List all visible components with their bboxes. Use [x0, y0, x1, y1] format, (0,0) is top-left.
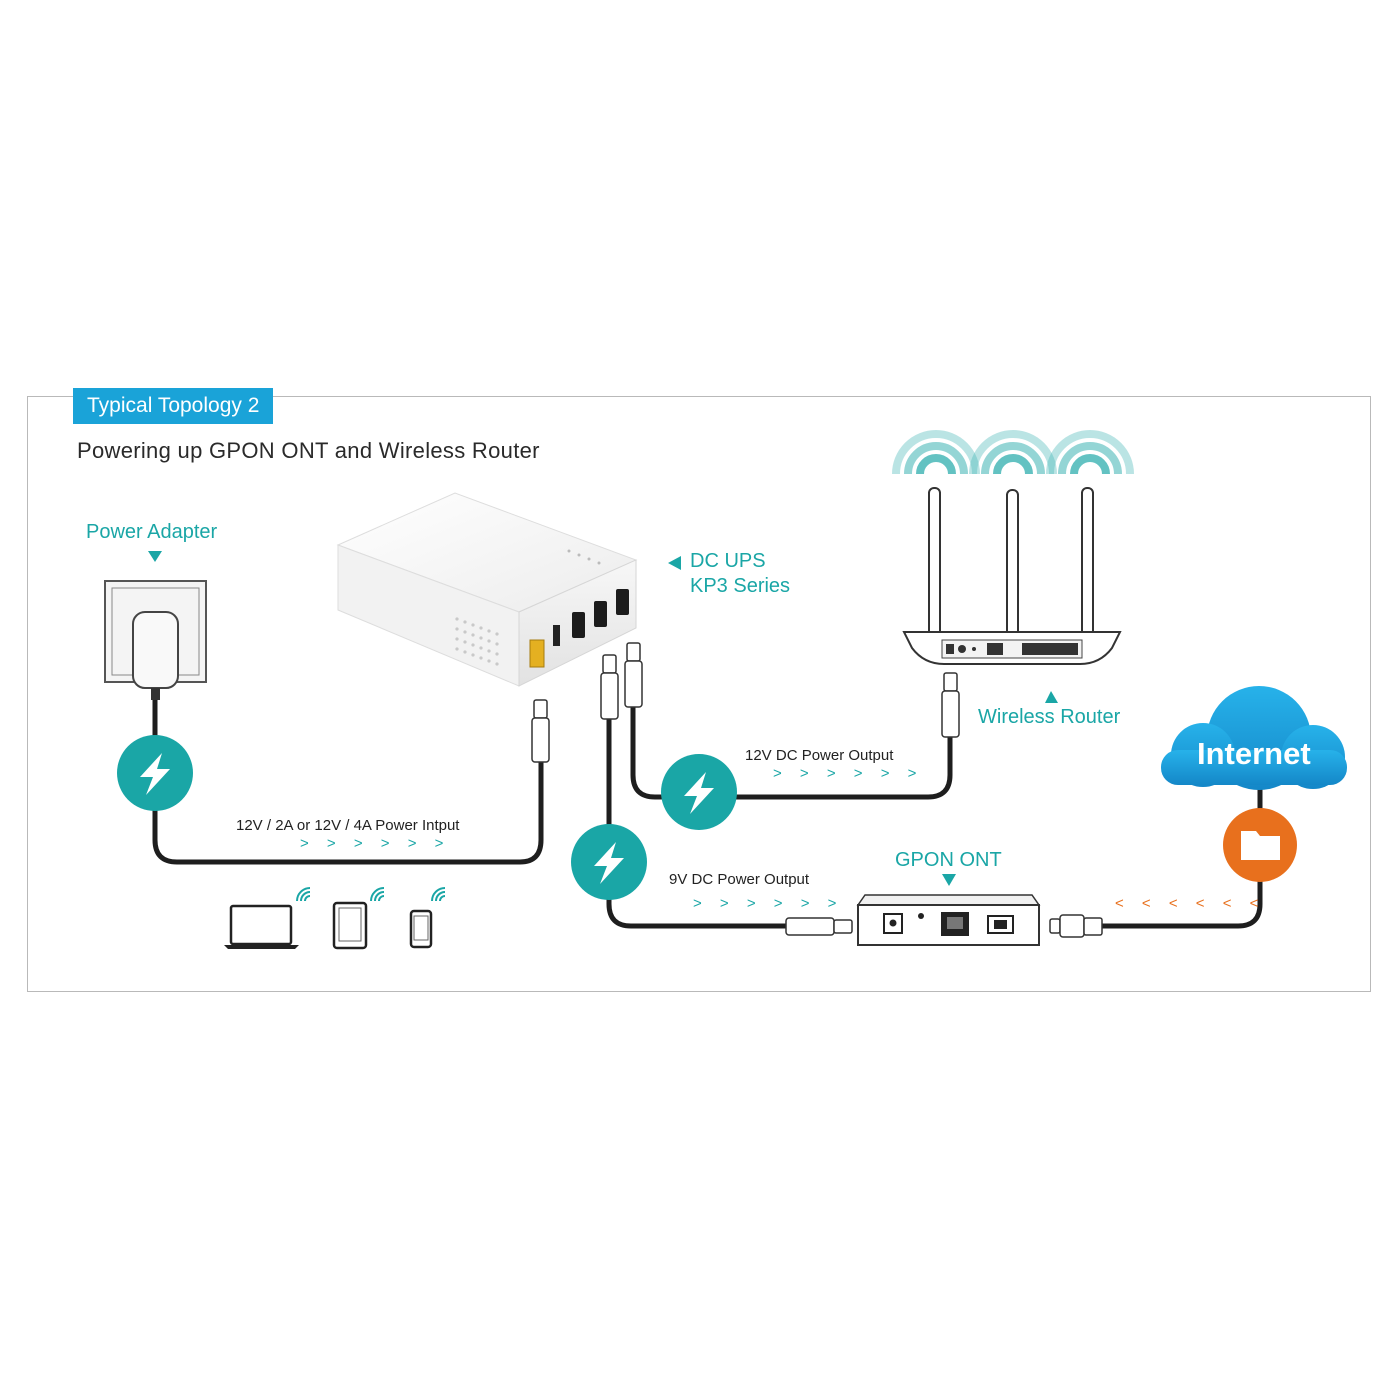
- dc-ups-device: [336, 492, 638, 687]
- diagram-frame: [27, 396, 1371, 992]
- phone-icon: [409, 909, 433, 949]
- input-power-label: 12V / 2A or 12V / 4A Power Intput: [236, 817, 460, 834]
- router-cable: [630, 705, 953, 800]
- internet-label: Internet: [1197, 736, 1311, 771]
- folder-icon: [1223, 808, 1297, 882]
- lightning-icon: [571, 824, 647, 900]
- input-flow-arrows: > > > > > >: [300, 835, 451, 852]
- fiber-cable: [1100, 780, 1263, 929]
- output-9v-label: 9V DC Power Output: [669, 871, 810, 888]
- dc-ups-series-label: KP3 Series: [690, 575, 791, 597]
- wireless-router-pointer: [1045, 691, 1058, 703]
- topology-tab: Typical Topology 2: [73, 388, 274, 424]
- wireless-router: [902, 487, 1122, 665]
- power-adapter-pointer: [148, 551, 162, 562]
- cables: [152, 700, 1263, 929]
- ont-cable: [606, 718, 790, 929]
- input-cable: [152, 700, 544, 865]
- gpon-ont-device: [856, 894, 1041, 946]
- gpon-ont-label: GPON ONT: [895, 849, 1002, 871]
- dc-ups-pointer: [668, 556, 681, 570]
- power-adapter-label: Power Adapter: [86, 521, 218, 543]
- wireless-router-label: Wireless Router: [978, 706, 1121, 728]
- tablet-icon: [332, 901, 368, 950]
- power-adapter: [104, 580, 207, 700]
- dc-ups-label: DC UPS: [690, 550, 766, 572]
- output-9v-flow-arrows: > > > > > >: [693, 895, 844, 912]
- plug-connectors: [531, 642, 1103, 938]
- laptop-icon: [224, 904, 299, 949]
- wifi-waves: [892, 430, 1134, 475]
- diagram-subtitle: Powering up GPON ONT and Wireless Router: [77, 438, 540, 463]
- lightning-icon: [661, 754, 737, 830]
- lightning-icon: [117, 735, 193, 811]
- output-12v-label: 12V DC Power Output: [745, 747, 894, 764]
- output-12v-flow-arrows: > > > > > >: [773, 765, 924, 782]
- internet-flow-arrows: < < < < < <: [1115, 895, 1266, 912]
- gpon-ont-pointer: [942, 874, 956, 886]
- wifi-icon: [296, 887, 446, 902]
- cloud-icon: [1161, 686, 1347, 790]
